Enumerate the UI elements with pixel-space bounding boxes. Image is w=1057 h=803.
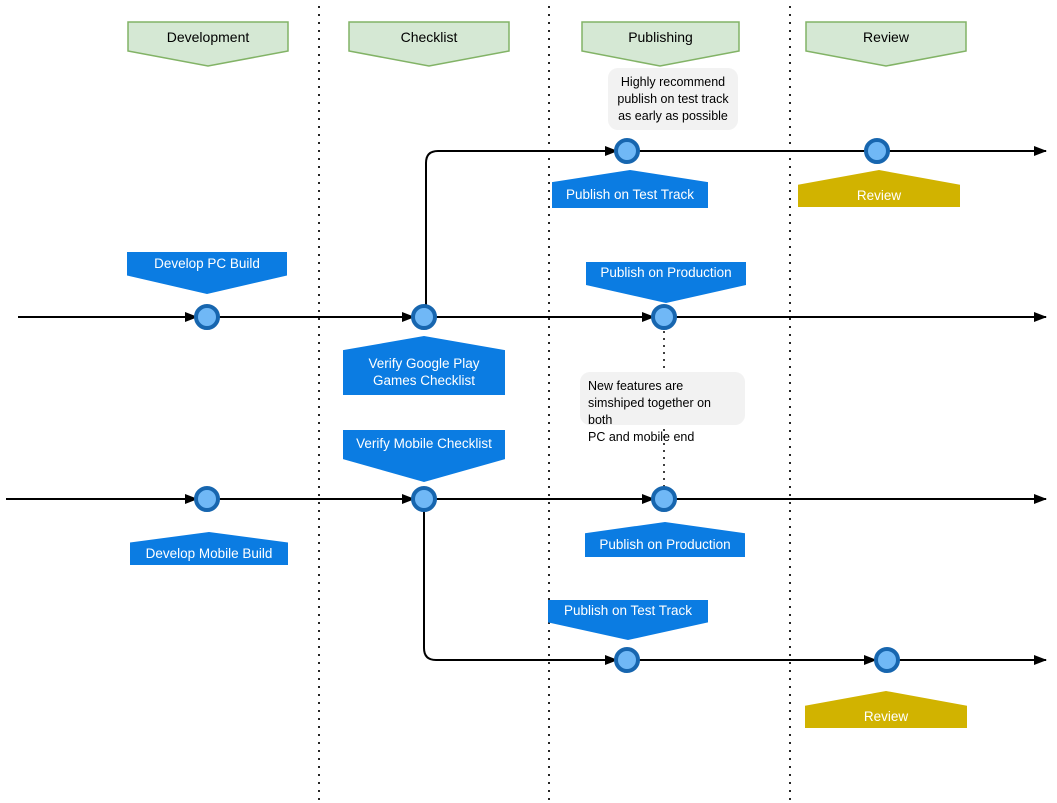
phase-label-checklist: Checklist — [400, 28, 458, 45]
task-banner-label: Publish on Test Track — [563, 603, 693, 619]
milestone-node — [411, 304, 437, 330]
phase-separator-2 — [548, 6, 550, 800]
milestone-node — [411, 486, 437, 512]
task-banner-verify-mobile-checklist: Verify Mobile Checklist — [343, 430, 505, 482]
task-banner-verify-google-play-games-checklist: Verify Google Play Games Checklist — [343, 336, 505, 395]
phase-banner-publishing — [581, 21, 740, 67]
milestone-node — [194, 486, 220, 512]
phase-label-review: Review — [863, 28, 909, 45]
review-banner-label: Review — [856, 187, 902, 203]
phase-banner-shapes — [127, 21, 967, 67]
phase-label-publishing: Publishing — [628, 28, 693, 45]
milestone-node — [194, 304, 220, 330]
line-segment — [423, 499, 618, 665]
milestone-node — [614, 138, 640, 164]
phase-banner-review — [805, 21, 967, 67]
review-banner-label: Review — [863, 708, 909, 724]
milestone-node — [651, 304, 677, 330]
branch-pc-test-track — [425, 146, 1047, 317]
phase-banner-checklist — [348, 21, 510, 67]
task-banner-label: Verify Mobile Checklist — [356, 436, 492, 452]
line-segment — [425, 146, 618, 317]
phase-banner-development — [127, 21, 289, 67]
milestone-node — [614, 647, 640, 673]
task-banner-label: Develop Mobile Build — [145, 545, 273, 561]
task-banner-label: Publish on Production — [599, 537, 731, 552]
phase-separator-1 — [318, 6, 320, 800]
task-banner-label: Develop PC Build — [154, 255, 260, 271]
task-banner-label: Publish on Production — [600, 265, 732, 281]
task-banner-label: Publish on Test Track — [565, 186, 695, 202]
task-banner-label: Verify Google Play Games Checklist — [368, 356, 480, 388]
milestone-node — [651, 486, 677, 512]
phase-label-development: Development — [166, 28, 250, 45]
milestone-node — [864, 138, 890, 164]
phase-separator-3 — [789, 6, 791, 800]
milestone-nodes — [194, 138, 900, 673]
milestone-node — [874, 647, 900, 673]
branch-mobile-test-track — [423, 499, 1047, 665]
